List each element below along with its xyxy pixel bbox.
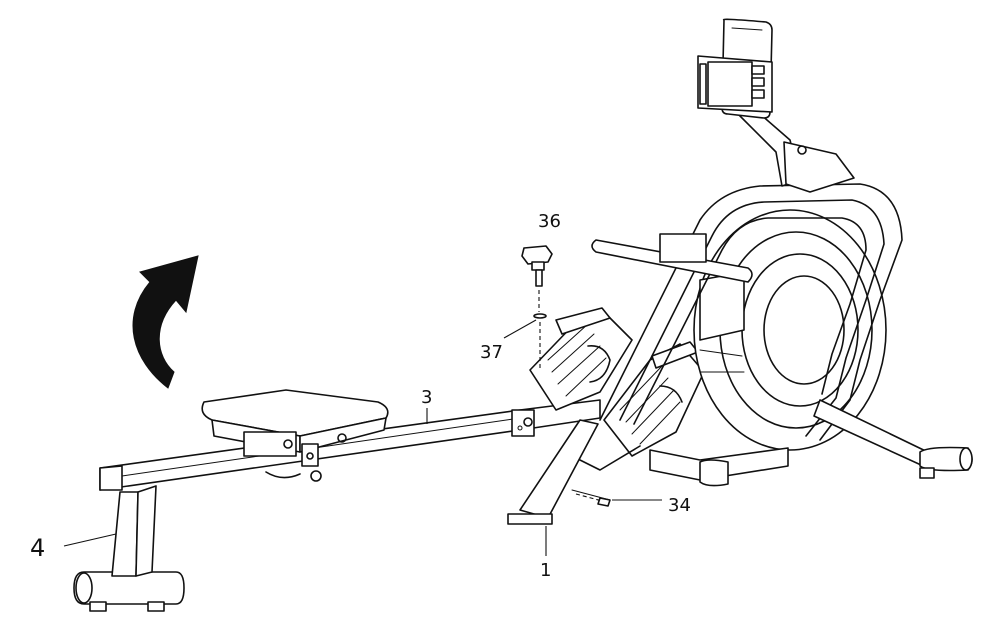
pin-34 (575, 493, 611, 507)
rotation-arrow-icon (132, 255, 199, 389)
rear-stabilizer (73, 485, 185, 612)
callout-36: 36 (538, 211, 561, 232)
water-tank (693, 209, 887, 451)
callout-3: 3 (421, 387, 432, 408)
callout-34: 34 (668, 495, 691, 516)
callout-4: 4 (30, 534, 45, 562)
washer-37 (533, 313, 547, 370)
monitor (697, 18, 855, 193)
front-leg (507, 419, 611, 525)
seat (201, 389, 389, 482)
callout-37: 37 (480, 342, 503, 363)
frame (591, 183, 973, 487)
footrest-left (529, 307, 633, 411)
callout-1: 1 (540, 560, 551, 581)
leader-lines (63, 319, 662, 556)
knob-36 (521, 245, 553, 312)
